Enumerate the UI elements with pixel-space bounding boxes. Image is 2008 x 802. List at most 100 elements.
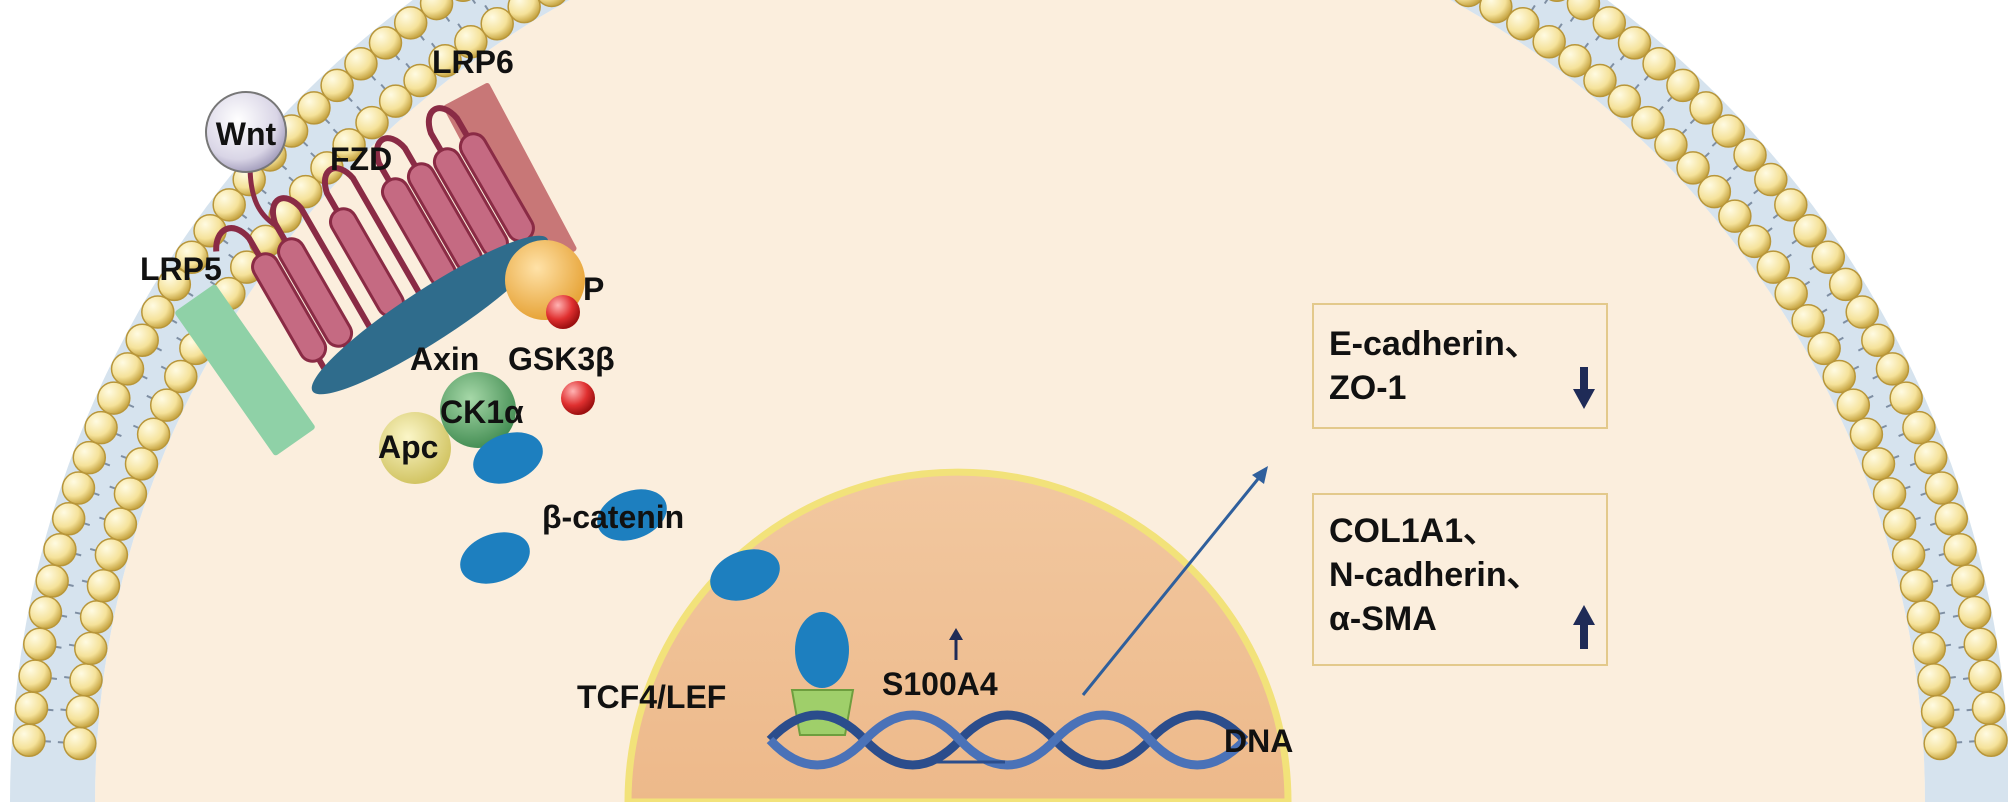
lipid-head (79, 600, 114, 634)
downregulated-line-2: ZO-1 (1329, 369, 1407, 407)
beta-catenin-3 (460, 532, 530, 584)
lipid-head (344, 47, 378, 81)
lipid-head (72, 440, 107, 475)
axin-scaffold (311, 235, 549, 395)
lipid-head (84, 410, 118, 445)
beta-catenin-nuclear (795, 612, 849, 688)
lipid-head (1957, 595, 1992, 630)
lipid-head (1849, 417, 1884, 452)
lipid-head (480, 7, 514, 41)
lipid-head (149, 388, 184, 422)
lipid-head (1917, 663, 1951, 697)
lipid-head (419, 0, 454, 21)
lipid-head (1971, 691, 2006, 725)
beta-catenin-label: β-catenin (542, 499, 684, 535)
lipid-head (65, 694, 100, 729)
lipid-head (1951, 564, 1985, 598)
lipid-head (86, 568, 121, 603)
lipid-head (320, 68, 354, 103)
lipid-head (94, 538, 129, 572)
apc-protein (379, 412, 451, 484)
lipid-head (507, 0, 541, 24)
lipid-head (1828, 267, 1863, 302)
fzd-receptor (213, 105, 538, 383)
lipid-head (378, 84, 413, 118)
lipid-head (1654, 128, 1688, 162)
wnt-tether (247, 164, 277, 228)
upregulated-line-1: COL1A1、 (1329, 512, 1498, 550)
lipid-head (1549, 0, 1565, 2)
lipid-tail (1543, 0, 1549, 5)
lrp6-receptor (443, 82, 577, 274)
beta-catenin-group (460, 432, 849, 688)
lipid-head (157, 267, 192, 302)
lipid-head (454, 25, 488, 59)
lipid-head (1532, 25, 1566, 59)
lipid-head (1558, 43, 1592, 78)
ck1a-label: CK1α (440, 394, 524, 430)
lipid-head (69, 663, 103, 697)
lipid-head (297, 91, 331, 125)
lipid-bilayer (12, 0, 2008, 761)
downregulated-box: E-cadherin、 ZO-1 (1312, 303, 1608, 429)
lipid-head (1506, 7, 1540, 41)
lipid-head (1891, 538, 1926, 572)
upregulated-line-2: N-cadherin、 (1329, 556, 1541, 594)
phosphate-label: P (583, 271, 604, 307)
upregulated-box: COL1A1、 N-cadherin、 α-SMA (1312, 493, 1608, 666)
fzd-label: FZD (330, 141, 392, 177)
lipid-head (113, 477, 148, 511)
lipid-head (1902, 410, 1936, 445)
lipid-head (1836, 388, 1871, 422)
phosphate-top (546, 295, 580, 329)
lipid-head (110, 352, 145, 386)
lipid-head (1607, 84, 1642, 118)
apc-label: Apc (378, 429, 438, 465)
lipid-head (1791, 303, 1825, 338)
lipid-head (74, 631, 108, 666)
lipid-head (1913, 440, 1948, 475)
lipid-head (35, 564, 69, 598)
lipid-head (1943, 532, 1977, 567)
lipid-head (1666, 68, 1700, 103)
lipid-head (1617, 26, 1652, 60)
lipid-head (1592, 6, 1627, 40)
lipid-head (1583, 63, 1617, 98)
lipid-head (125, 323, 159, 357)
lipid-head (43, 532, 77, 567)
lipid-head (212, 188, 246, 222)
lipid-head (1756, 250, 1791, 284)
lipid-head (537, 0, 566, 8)
lrp5-receptor (175, 284, 315, 456)
upregulated-line-3: α-SMA (1329, 600, 1437, 638)
lipid-head (1631, 105, 1665, 140)
up-arrow-icon (1573, 605, 1595, 649)
lipid-head (1963, 627, 1998, 661)
lipid-head (1875, 352, 1910, 386)
lipid-head (455, 0, 471, 2)
lipid-tail (471, 0, 477, 5)
lipid-head (1774, 188, 1808, 222)
s100a4-label: S100A4 (882, 666, 998, 702)
lipid-head (1934, 501, 1969, 536)
lipid-head (1899, 568, 1934, 603)
ck1a-kinase (440, 372, 516, 448)
lipid-head (1912, 631, 1946, 666)
lipid-head (1793, 213, 1827, 248)
lipid-head (1822, 359, 1856, 394)
lipid-head (1689, 91, 1723, 125)
lipid-head (1697, 174, 1732, 209)
lipid-head (1754, 162, 1788, 197)
expression-arrow (1081, 466, 1268, 696)
lipid-head (28, 595, 63, 630)
lipid-head (1861, 447, 1896, 481)
lipid-head (141, 295, 175, 329)
lipid-head (393, 6, 428, 40)
lipid-head (1968, 659, 2002, 693)
lrp6-label: LRP6 (432, 44, 514, 80)
lipid-head (12, 723, 46, 758)
lipid-head (1479, 0, 1513, 24)
lipid-head (1920, 694, 1955, 729)
lipid-head (1807, 331, 1841, 366)
